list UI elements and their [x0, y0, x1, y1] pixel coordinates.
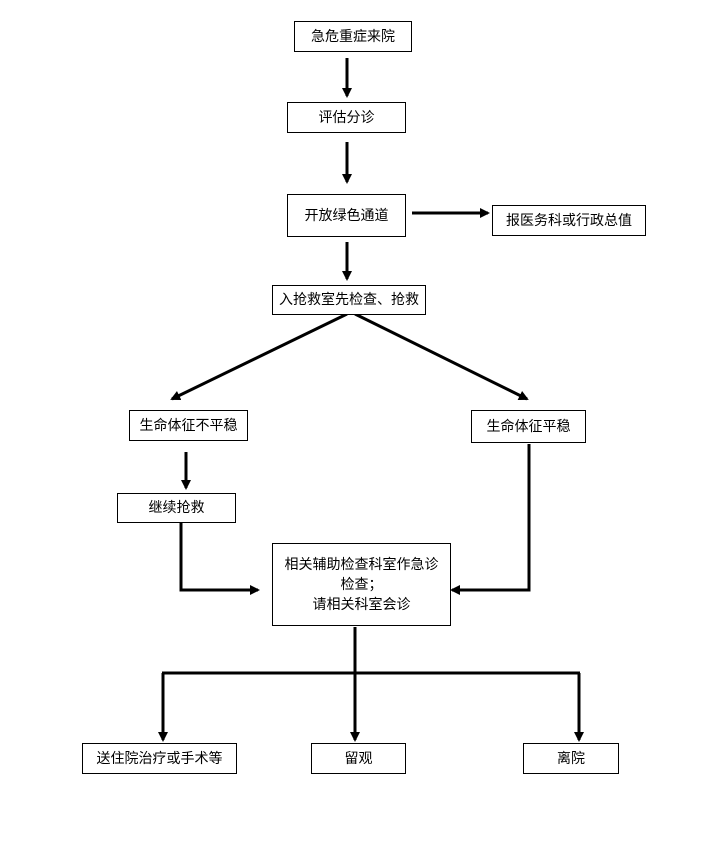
arrow-stable-to-consult — [450, 444, 531, 595]
node-arrival: 急危重症来院 — [294, 21, 412, 52]
node-stable: 生命体征平稳 — [471, 410, 586, 443]
node-consult: 相关辅助检查科室作急诊 检查； 请相关科室会诊 — [272, 543, 451, 626]
node-discharge: 离院 — [523, 743, 619, 774]
node-continue-rescue: 继续抢救 — [117, 493, 236, 523]
consult-line-1: 相关辅助检查科室作急诊 — [284, 556, 439, 573]
arrow-rescue-to-unstable — [170, 312, 348, 401]
consult-line-2: 检查； — [340, 576, 383, 593]
node-rescue-room: 入抢救室先检查、抢救 — [272, 285, 426, 315]
node-triage: 评估分诊 — [287, 102, 406, 133]
node-unstable: 生命体征不平稳 — [129, 410, 248, 441]
arrow-rescue-to-stable — [354, 312, 529, 401]
node-green-channel: 开放绿色通道 — [287, 194, 406, 237]
arrow-continue-to-consult — [179, 523, 260, 595]
node-admit: 送住院治疗或手术等 — [82, 743, 237, 774]
node-report: 报医务科或行政总值 — [492, 205, 646, 236]
consult-line-3: 请相关科室会诊 — [312, 596, 411, 613]
node-observe: 留观 — [311, 743, 406, 774]
